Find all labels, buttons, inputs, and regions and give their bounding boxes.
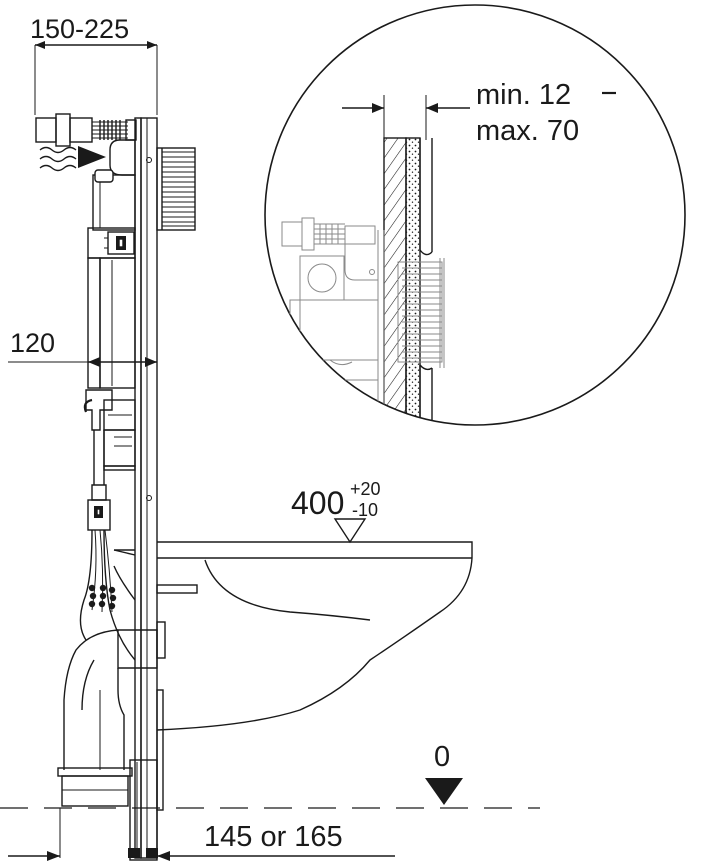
floor-level-triangle-icon [425,778,463,805]
wall-max-label: max. 70 [476,115,579,147]
top-width-dimension: 150-225 [30,14,158,115]
bottom-offset-label: 145 or 165 [204,821,343,853]
seat-height-tolerance-minus: -10 [352,500,378,520]
fixing-hole-icon [146,495,152,501]
flow-arrow-icon [78,146,106,168]
cistern [87,139,136,389]
floor-level: 0 [0,741,540,809]
flush-plate [156,147,196,231]
level-triangle-icon [333,518,367,544]
water-supply [35,113,137,172]
dimension-arrow-icon [157,851,170,861]
fixing-hole-icon [146,157,152,163]
top-width-label: 150-225 [30,14,129,44]
seat-height-tolerance-plus: +20 [350,479,381,499]
wall-detail-view: min. 12 max. 70 [264,4,686,426]
wall-thickness-dimension: min. 12 max. 70 [342,79,616,147]
seat-height-marker: 400 +20 -10 [291,479,381,544]
depth-dimension: 120 [8,328,157,367]
floor-level-label: 0 [434,741,450,773]
detail-flush-plate [397,258,445,368]
cable-bead-icon [88,584,117,610]
bottom-dimension: 145 or 165 [8,808,395,861]
installation-frame: 120 [8,113,198,861]
drain-assembly [57,389,198,861]
wall-min-label: min. 12 [476,79,571,111]
depth-label: 120 [10,328,55,358]
dimension-arrow-icon [47,851,60,861]
toilet-bowl [156,541,473,731]
seat-height-label: 400 [291,485,344,521]
